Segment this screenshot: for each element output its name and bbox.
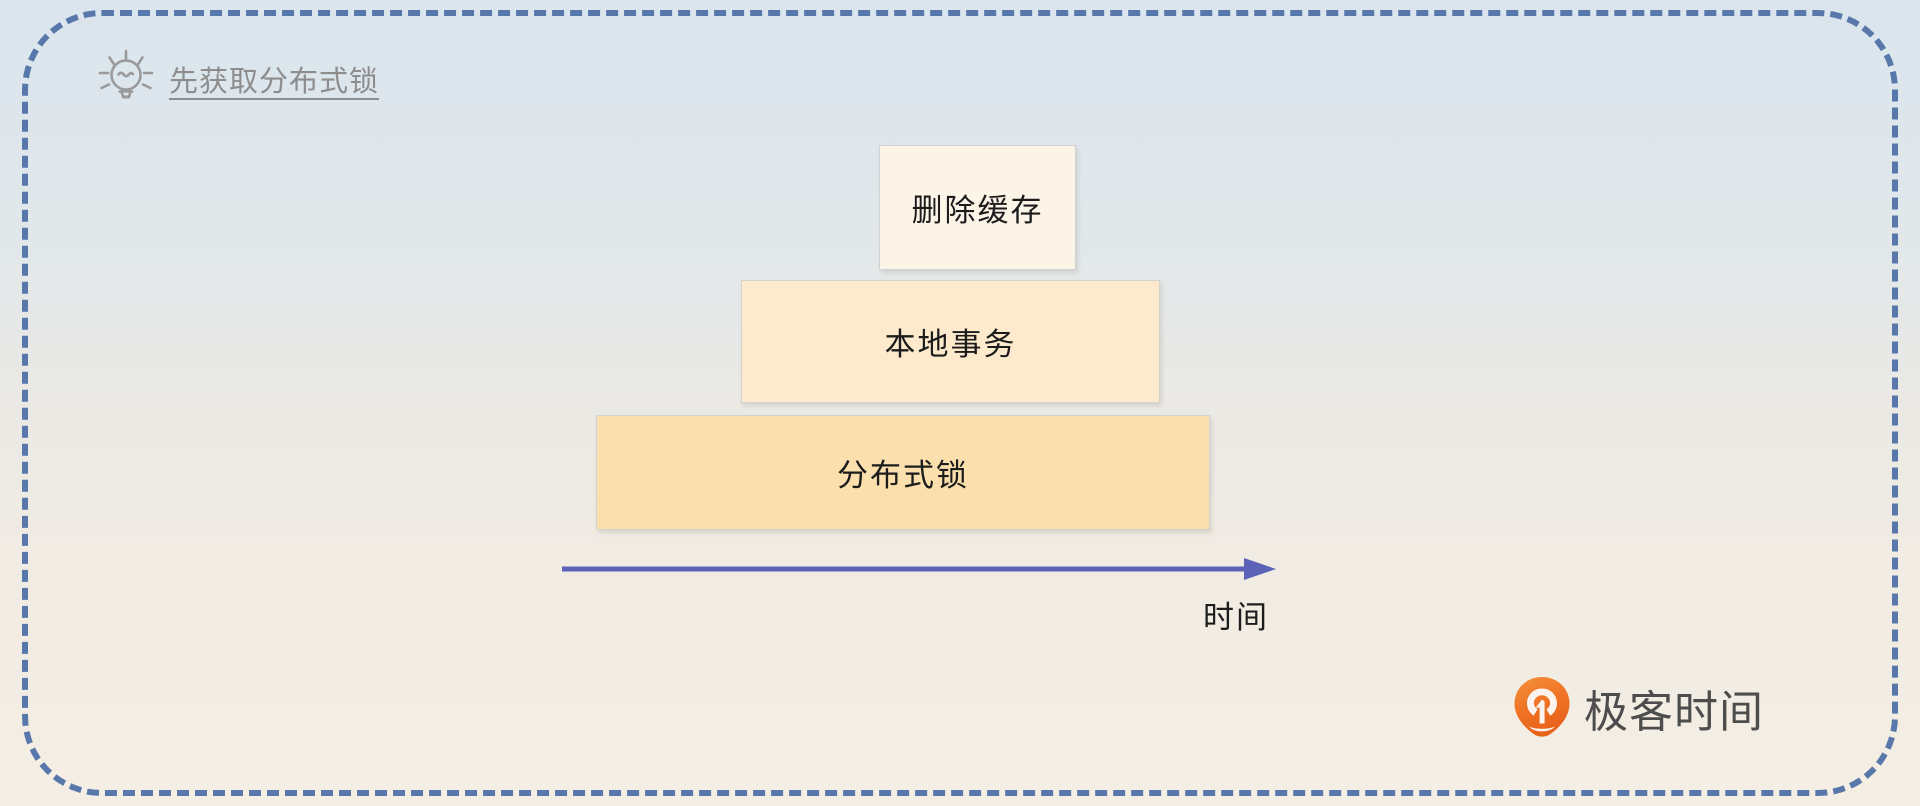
time-axis-label: 时间 [1203, 600, 1269, 635]
time-axis-arrow-icon [560, 552, 1280, 592]
step-box-label: 分布式锁 [837, 458, 969, 493]
step-box-distributed-lock[interactable]: 分布式锁 [596, 415, 1210, 530]
lightbulb-icon [95, 48, 157, 110]
step-box-label: 删除缓存 [911, 193, 1044, 228]
step-box-delete-cache[interactable]: 删除缓存 [879, 145, 1076, 270]
brand-logo: 极客时间 [1513, 676, 1764, 740]
hint-note: 先获取分布式锁 [95, 48, 379, 110]
step-box-local-transaction[interactable]: 本地事务 [741, 280, 1160, 403]
geektime-pin-icon [1513, 676, 1571, 740]
hint-note-label: 先获取分布式锁 [169, 66, 380, 98]
brand-name: 极客时间 [1584, 688, 1764, 737]
step-box-label: 本地事务 [884, 327, 1017, 362]
